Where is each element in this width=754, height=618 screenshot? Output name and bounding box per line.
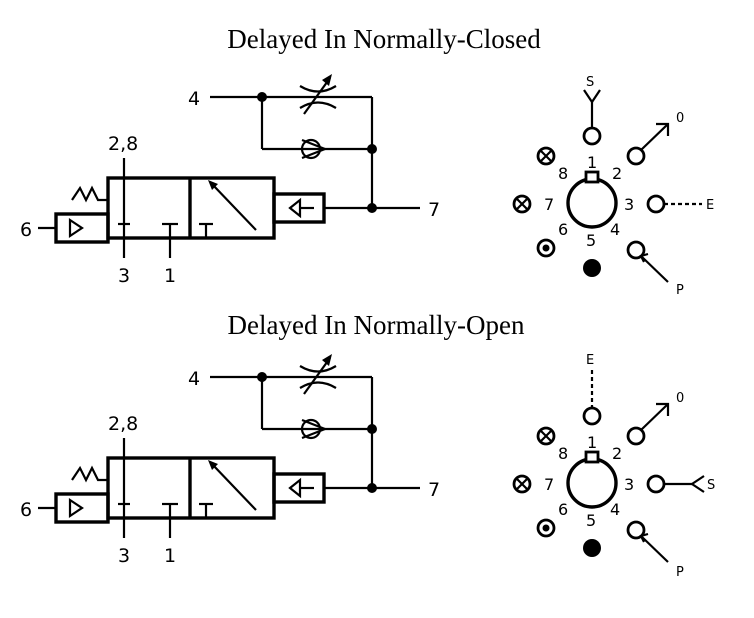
dial-top-label: E xyxy=(586,353,594,368)
adjustable-throttle-icon xyxy=(299,354,337,395)
dial-tip-label: 0 xyxy=(676,391,684,406)
dial-pos-2: 2 xyxy=(612,444,622,463)
dial-pos-6: 6 xyxy=(558,500,568,519)
dial-normally-open: E 0 S P 1 2 3 xyxy=(512,353,715,580)
title-normally-open: Delayed In Normally-Open xyxy=(228,310,525,340)
dial-pressure-label: P xyxy=(676,565,684,580)
dial-pos-2: 2 xyxy=(612,164,622,183)
dial-right-label: E xyxy=(706,198,714,213)
adjustable-throttle-icon xyxy=(299,74,337,115)
dial-pos-4: 4 xyxy=(610,220,620,239)
dial-normally-closed: S 0 E P xyxy=(512,75,714,298)
dial-pos-3: 3 xyxy=(624,475,634,494)
dial-pos-5: 5 xyxy=(586,511,596,530)
dial-pos-1: 1 xyxy=(587,153,597,172)
port-6-label: 6 xyxy=(20,499,32,521)
dial-pos-8: 8 xyxy=(558,444,568,463)
dial-tip-label: 0 xyxy=(676,111,684,126)
spring-icon xyxy=(71,185,108,203)
diagram-normally-open: Delayed In Normally-Open 4 7 xyxy=(20,310,715,580)
pilot-arrow-icon xyxy=(272,472,326,504)
dial-pos-5: 5 xyxy=(586,231,596,250)
port-4-label: 4 xyxy=(188,368,200,390)
port-3-label: 3 xyxy=(118,265,130,287)
schematic-normally-open: 4 7 xyxy=(20,354,440,567)
title-normally-closed: Delayed In Normally-Closed xyxy=(227,24,541,54)
check-valve-icon xyxy=(300,138,326,160)
pilot-arrow-icon xyxy=(272,192,326,224)
schematic-normally-closed: 4 7 xyxy=(20,74,440,287)
dial-pos-6: 6 xyxy=(558,220,568,239)
port-3-label: 3 xyxy=(118,545,130,567)
dial-pos-4: 4 xyxy=(610,500,620,519)
port-4-label: 4 xyxy=(188,88,200,110)
diagram-normally-closed: Delayed In Normally-Closed 4 xyxy=(20,24,714,298)
port-7-label: 7 xyxy=(428,479,440,501)
spring-icon xyxy=(71,465,108,483)
dial-pressure-label: P xyxy=(676,283,684,298)
check-valve-icon xyxy=(300,418,326,440)
dial-pos-7: 7 xyxy=(544,475,554,494)
dial-pos-1: 1 xyxy=(587,433,597,452)
dial-pos-7: 7 xyxy=(544,195,554,214)
port-28-label: 2,8 xyxy=(108,413,138,435)
port-6-label: 6 xyxy=(20,219,32,241)
dial-pos-8: 8 xyxy=(558,164,568,183)
port-7-label: 7 xyxy=(428,199,440,221)
port-1-label: 1 xyxy=(164,265,176,287)
port-1-label: 1 xyxy=(164,545,176,567)
dial-right-label: S xyxy=(707,478,715,493)
dial-pos-3: 3 xyxy=(624,195,634,214)
dial-top-label: S xyxy=(586,75,594,90)
port-28-label: 2,8 xyxy=(108,133,138,155)
